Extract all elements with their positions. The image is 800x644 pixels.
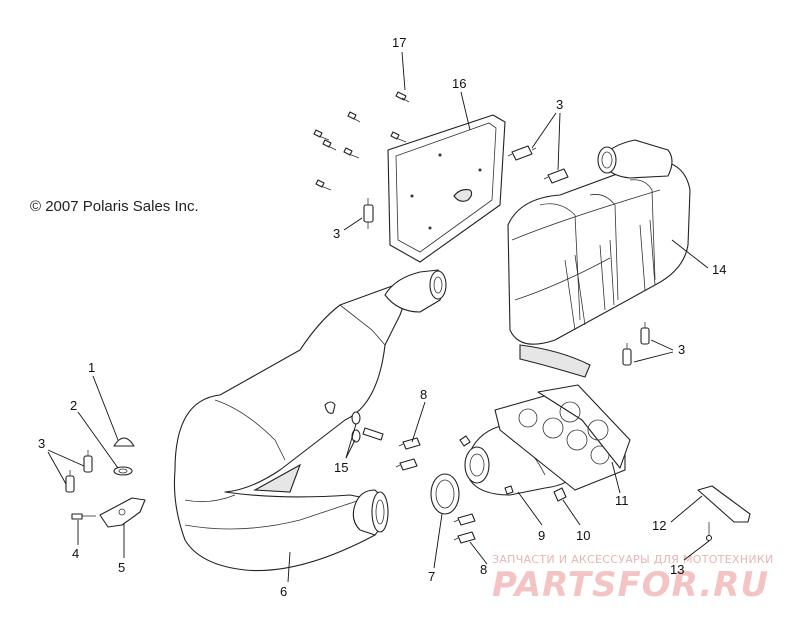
- callout-1: 1: [88, 360, 95, 375]
- callout-8: 8: [480, 562, 487, 577]
- bolt: [395, 91, 410, 103]
- callout-6: 6: [280, 584, 287, 599]
- spring: [543, 168, 569, 184]
- callout-16: 16: [452, 76, 466, 91]
- muffler: [507, 139, 691, 378]
- bolt: [343, 147, 360, 159]
- callout-9: 9: [538, 528, 545, 543]
- callout-12: 12: [652, 518, 666, 533]
- bolt: [390, 131, 407, 143]
- callout-3: 3: [556, 97, 563, 112]
- spring: [507, 145, 537, 161]
- expansion-chamber: [173, 269, 447, 572]
- spring: [395, 458, 418, 471]
- grommet: [351, 427, 384, 443]
- callout-10: 10: [576, 528, 590, 543]
- grommet: [351, 411, 361, 425]
- bolt: [315, 179, 332, 191]
- spring: [65, 470, 75, 493]
- rivet: [705, 522, 713, 542]
- watermark-brand: PARTSFOR.RU: [492, 565, 769, 605]
- callout-11: 11: [615, 493, 629, 508]
- callout-4: 4: [72, 546, 79, 561]
- rubber-cap: [113, 437, 135, 447]
- mount-bracket: [99, 497, 146, 528]
- shield-plate: [387, 114, 506, 263]
- heat-shield: [697, 485, 751, 523]
- bolt: [322, 139, 337, 151]
- screw: [71, 513, 96, 520]
- callout-3: 3: [38, 436, 45, 451]
- bolt: [313, 129, 330, 141]
- bolt: [347, 111, 361, 123]
- callout-15: 15: [334, 460, 348, 475]
- spring: [83, 450, 93, 473]
- callout-13: 13: [670, 562, 684, 577]
- spring: [622, 343, 632, 366]
- callout-3: 3: [333, 226, 340, 241]
- spring: [363, 198, 374, 229]
- spring: [453, 513, 476, 526]
- callout-8: 8: [420, 387, 427, 402]
- callout-2: 2: [70, 398, 77, 413]
- stud: [553, 487, 567, 502]
- washer: [113, 466, 133, 476]
- spring: [453, 531, 476, 544]
- manifold-gasket: [494, 384, 631, 491]
- copyright-text: © 2007 Polaris Sales Inc.: [30, 198, 199, 215]
- callout-7: 7: [428, 569, 435, 584]
- callout-17: 17: [392, 35, 406, 50]
- spring: [640, 322, 650, 345]
- leader-lines: [47, 51, 710, 583]
- watermark-tagline: ЗАПЧАСТИ И АКСЕССУАРЫ ДЛЯ МОТОТЕХНИКИ: [492, 553, 774, 566]
- callout-3: 3: [678, 342, 685, 357]
- callout-5: 5: [118, 560, 125, 575]
- spring: [398, 437, 421, 450]
- seal-ring: [430, 473, 460, 515]
- callout-14: 14: [712, 262, 726, 277]
